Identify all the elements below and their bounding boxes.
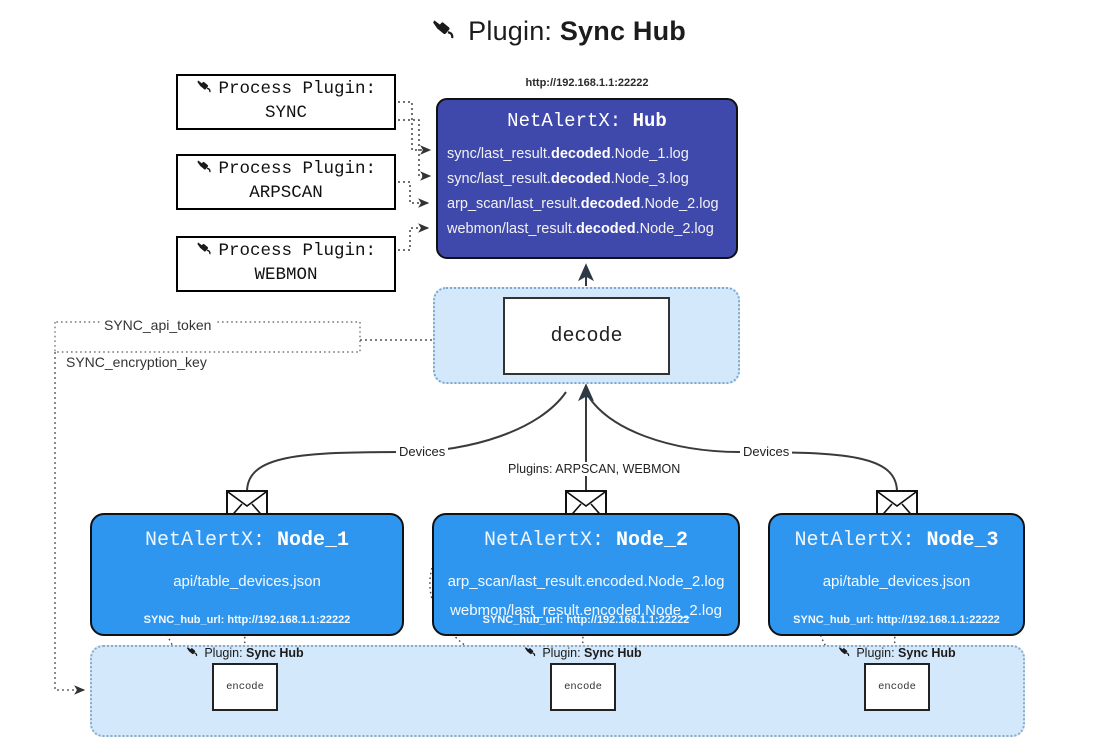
process-plugin-line1: Process Plugin: bbox=[196, 78, 376, 102]
node-body: api/table_devices.json bbox=[92, 567, 402, 596]
edge-sync-plugin-to-hub-line2 bbox=[398, 119, 432, 181]
edge-webmon-plugin-to-hub-line4 bbox=[398, 223, 430, 251]
node-hub-url: SYNC_hub_url: http://192.168.1.1:22222 bbox=[143, 614, 351, 626]
sync-plugin-label-1: Plugin: Sync Hub bbox=[186, 646, 304, 660]
node-hub-url: SYNC_hub_url: http://192.168.1.1:22222 bbox=[482, 614, 690, 626]
edge-sync-plugin-to-hub-line1 bbox=[398, 101, 432, 155]
node-body: arp_scan/last_result.encoded.Node_2.log … bbox=[434, 567, 738, 625]
plug-icon bbox=[196, 242, 217, 259]
node-hub-url: SYNC_hub_url: http://192.168.1.1:22222 bbox=[793, 614, 1000, 626]
hub-log-line: sync/last_result.decoded.Node_3.log bbox=[447, 171, 689, 187]
process-plugin-box-sync[interactable]: Process Plugin: SYNC bbox=[176, 74, 396, 130]
hub-log-line: sync/last_result.decoded.Node_1.log bbox=[447, 146, 689, 162]
encode-box-node1[interactable]: encode bbox=[212, 663, 278, 711]
decode-box[interactable]: decode bbox=[503, 297, 670, 375]
process-plugin-label: Process Plugin: bbox=[218, 159, 376, 180]
process-plugin-name: ARPSCAN bbox=[249, 183, 323, 203]
edge-label-devices-right: Devices bbox=[740, 444, 793, 459]
process-plugin-line1: Process Plugin: bbox=[196, 240, 376, 264]
node-title-name: Node_1 bbox=[277, 529, 350, 552]
hub-title: NetAlertX: Hub bbox=[438, 110, 736, 132]
plug-icon bbox=[431, 18, 464, 46]
node-body-line: arp_scan/last_result.encoded.Node_2.log bbox=[447, 573, 725, 590]
hub-title-name: Hub bbox=[632, 110, 667, 132]
node-body-line: webmon/last_result.encoded.Node_2.log bbox=[450, 602, 722, 619]
node-title: NetAlertX: Node_2 bbox=[483, 529, 689, 552]
node-title: NetAlertX: Node_1 bbox=[144, 529, 350, 552]
hub-log-line: arp_scan/last_result.decoded.Node_2.log bbox=[447, 196, 719, 212]
sync-plugin-label-2: Plugin: Sync Hub bbox=[524, 646, 642, 660]
sync-api-token-label: SYNC_api_token bbox=[100, 317, 216, 333]
encode-box-node2[interactable]: encode bbox=[550, 663, 616, 711]
sync-plugin-label-3: Plugin: Sync Hub bbox=[838, 646, 956, 660]
page-title-prefix: Plugin: bbox=[468, 16, 560, 46]
hub-log-list: sync/last_result.decoded.Node_1.log sync… bbox=[438, 142, 736, 242]
edge-encryption-key-to-sync-container bbox=[54, 352, 86, 695]
process-plugin-name: WEBMON bbox=[254, 265, 318, 285]
node-body-line: api/table_devices.json bbox=[173, 573, 321, 590]
edge-label-plugins: Plugins: ARPSCAN, WEBMON bbox=[505, 462, 684, 476]
edge-label-devices-left: Devices bbox=[396, 444, 449, 459]
node-title-name: Node_3 bbox=[926, 529, 999, 552]
process-plugin-box-webmon[interactable]: Process Plugin: WEBMON bbox=[176, 236, 396, 292]
plug-icon bbox=[838, 646, 854, 660]
edge-node1-devices bbox=[246, 391, 567, 493]
hub-title-prefix: NetAlertX: bbox=[507, 110, 633, 132]
plug-icon bbox=[524, 646, 540, 660]
node-title: NetAlertX: Node_3 bbox=[794, 529, 999, 552]
process-plugin-box-arpscan[interactable]: Process Plugin: ARPSCAN bbox=[176, 154, 396, 210]
edge-arpscan-plugin-to-hub-line3 bbox=[398, 181, 430, 208]
page-title: Plugin: Sync Hub bbox=[0, 16, 1117, 47]
plug-icon bbox=[196, 160, 217, 177]
process-plugin-line1: Process Plugin: bbox=[196, 158, 376, 182]
node-card-node3[interactable]: NetAlertX: Node_3 api/table_devices.json… bbox=[768, 513, 1025, 636]
hub-log-line: webmon/last_result.decoded.Node_2.log bbox=[447, 221, 714, 237]
node-body: api/table_devices.json bbox=[770, 567, 1023, 596]
edge-node3-devices bbox=[585, 391, 898, 493]
hub-node[interactable]: NetAlertX: Hub sync/last_result.decoded.… bbox=[436, 98, 738, 259]
plug-icon bbox=[196, 80, 217, 97]
hub-url-label: http://192.168.1.1:22222 bbox=[525, 77, 649, 89]
node-body-line: api/table_devices.json bbox=[822, 573, 971, 590]
process-plugin-label: Process Plugin: bbox=[218, 79, 376, 100]
sync-encryption-key-label: SYNC_encryption_key bbox=[62, 354, 211, 370]
node-card-node2[interactable]: NetAlertX: Node_2 arp_scan/last_result.e… bbox=[432, 513, 740, 636]
encode-box-node3[interactable]: encode bbox=[864, 663, 930, 711]
plug-icon bbox=[186, 646, 202, 660]
process-plugin-name: SYNC bbox=[264, 103, 307, 123]
node-title-name: Node_2 bbox=[616, 529, 689, 552]
node-card-node1[interactable]: NetAlertX: Node_1 api/table_devices.json… bbox=[90, 513, 404, 636]
process-plugin-label: Process Plugin: bbox=[218, 241, 376, 262]
page-title-name: Sync Hub bbox=[559, 16, 686, 46]
